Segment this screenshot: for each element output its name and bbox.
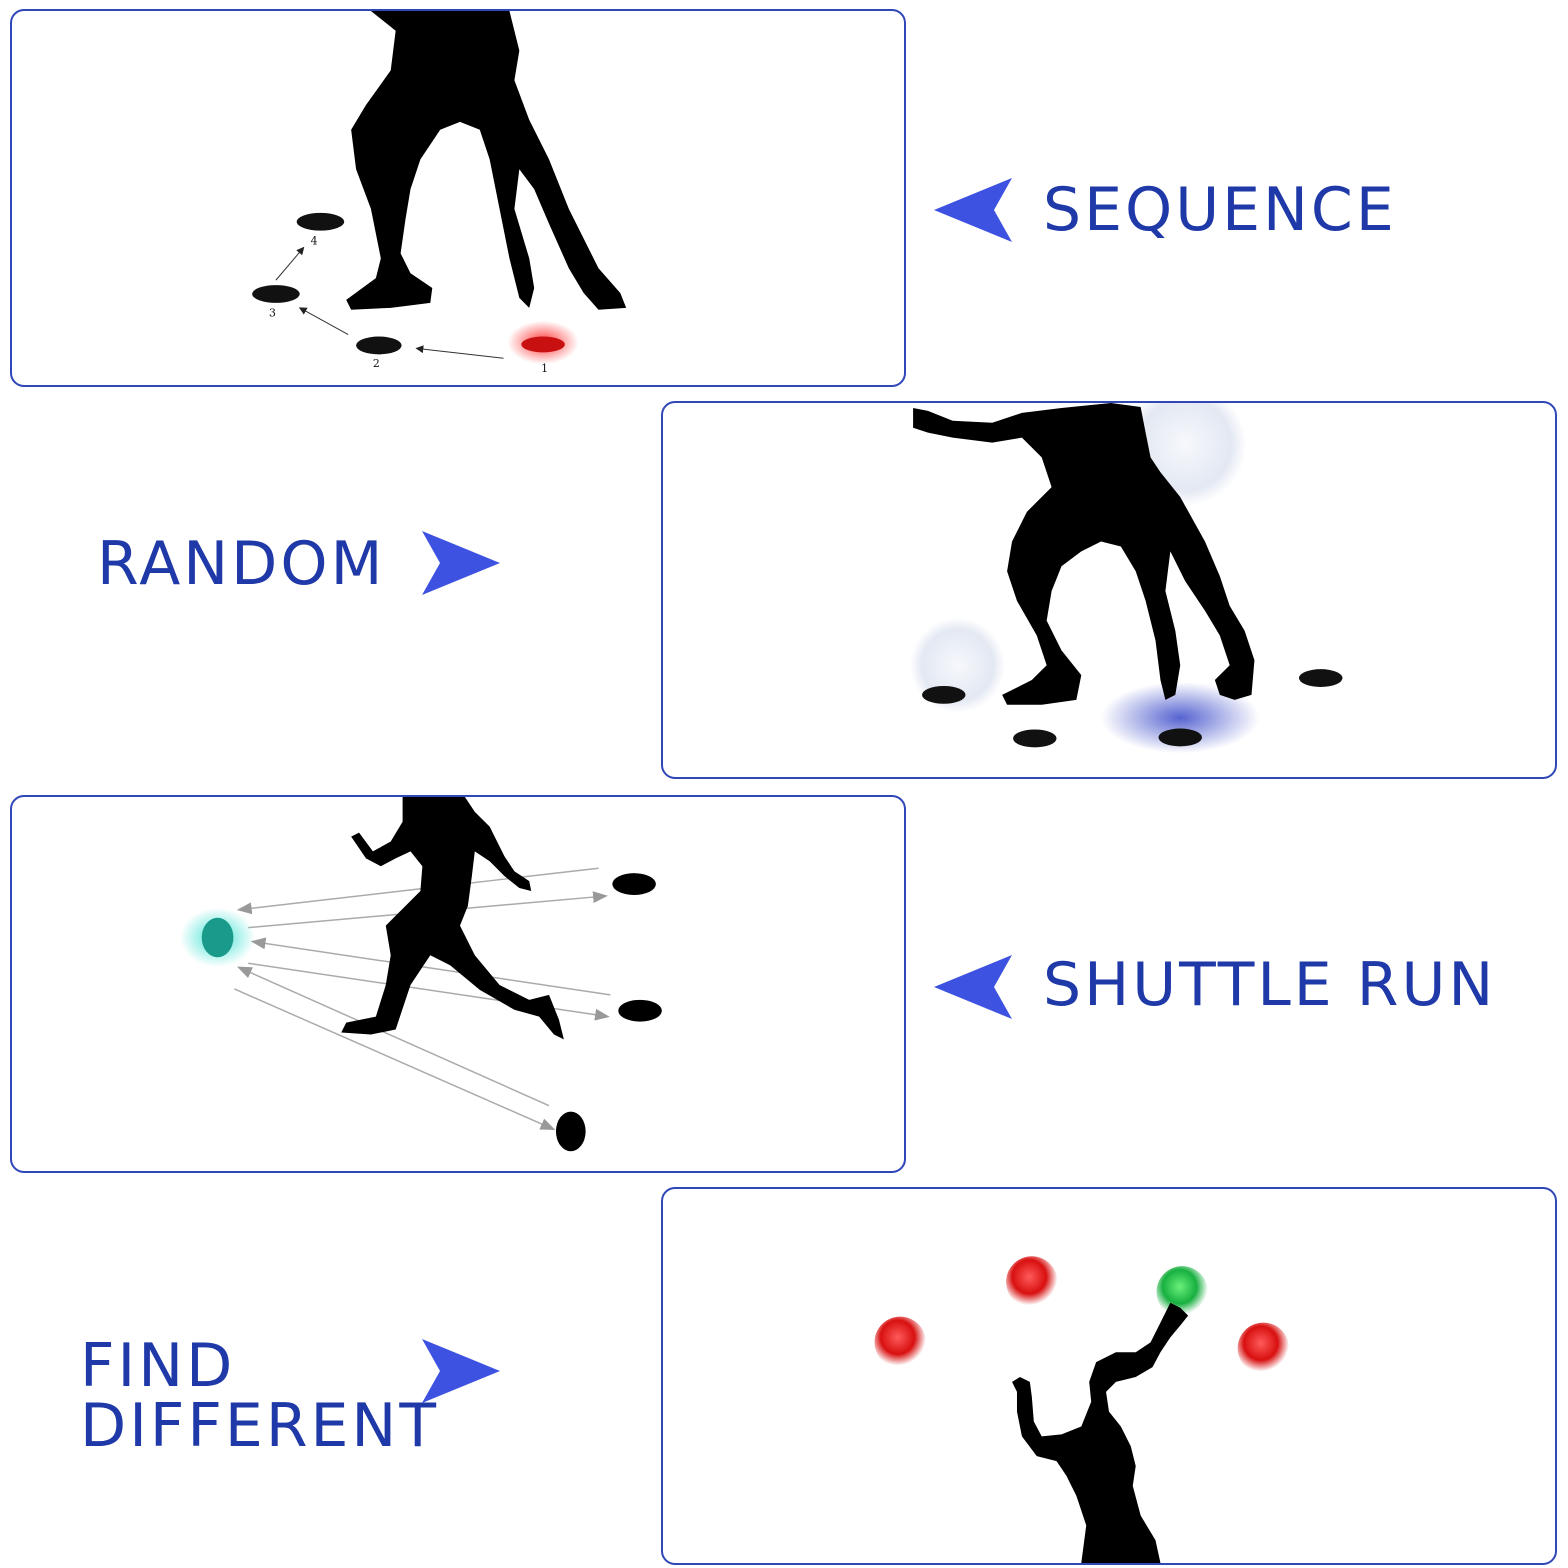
marker-number-2: 2: [373, 357, 380, 370]
marker-number-1: 1: [541, 362, 548, 375]
player-silhouette: [1012, 1302, 1189, 1563]
marker-number-4: 4: [311, 235, 318, 248]
player-silhouette: [913, 403, 1255, 705]
light-marker-1: [521, 336, 565, 353]
marker-4: [296, 212, 345, 231]
random-image-panel: [661, 401, 1557, 779]
sequence-image-panel: 1 2 3 4: [10, 9, 906, 387]
marker-d: [1298, 669, 1343, 687]
left-arrow-icon: [934, 177, 1014, 243]
random-drill-illustration: [910, 403, 1343, 754]
marker-middle: [618, 999, 662, 1022]
find-different-label-line2: DIFFERENT: [80, 1391, 439, 1461]
marker-2: [356, 336, 402, 355]
right-arrow-icon: [420, 530, 500, 596]
marker-b: [1013, 729, 1057, 748]
shuttle-run-label: SHUTTLE RUN: [1043, 950, 1497, 1020]
find-different-image-panel: [661, 1187, 1557, 1565]
right-arrow-icon: [420, 1338, 500, 1404]
red-light-ball-3: [1237, 1322, 1290, 1375]
red-light-ball-1: [874, 1316, 926, 1369]
marker-top: [612, 873, 656, 895]
find-different-drill-illustration: [874, 1256, 1290, 1563]
shuttle-run-drill-illustration: [179, 797, 662, 1152]
runner-silhouette: [341, 797, 564, 1040]
red-light-ball-2: [1006, 1256, 1058, 1308]
light-marker-teal: [201, 917, 234, 958]
marker-number-3: 3: [269, 307, 276, 320]
random-label: RANDOM: [97, 529, 386, 599]
left-arrow-icon: [934, 954, 1014, 1020]
sequence-label: SEQUENCE: [1043, 175, 1397, 245]
player-silhouette: [346, 11, 627, 310]
marker-3: [252, 285, 300, 303]
marker-bottom: [555, 1111, 586, 1152]
marker-a: [922, 685, 966, 704]
marker-c: [1158, 728, 1203, 747]
sequence-drill-illustration: 1 2 3 4: [252, 11, 627, 375]
shuttle-run-image-panel: [10, 795, 906, 1173]
find-different-label-line1: FIND: [80, 1331, 236, 1401]
